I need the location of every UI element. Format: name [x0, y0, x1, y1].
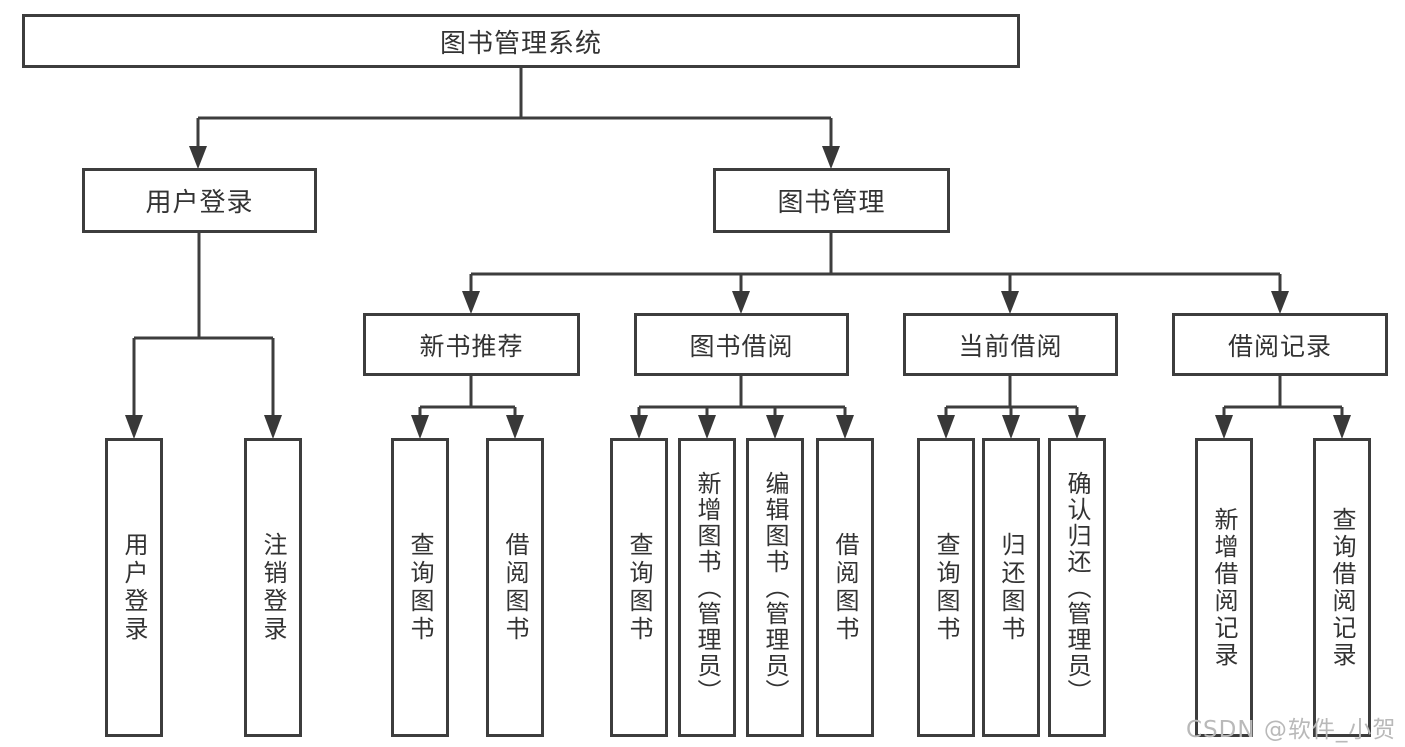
arrowheads: [125, 146, 1351, 439]
node-user-login: 用户登录: [82, 168, 317, 233]
csdn-watermark: CSDN @软件_小贺同学: [1186, 717, 1397, 743]
leaf-newbooks-query-books: 查询图书: [391, 438, 449, 737]
node-library-system: 图书管理系统: [22, 14, 1020, 68]
leaf-borrow-edit-books-admin: 编辑图书（管理员）: [746, 438, 804, 737]
leaf-records-add-record: 新增借阅记录: [1195, 438, 1253, 737]
leaf-newbooks-borrow-books: 借阅图书: [486, 438, 544, 737]
node-current-borrow: 当前借阅: [903, 313, 1118, 376]
leaf-borrow-add-books-admin: 新增图书（管理员）: [678, 438, 736, 737]
leaf-current-confirm-return-admin: 确认归还（管理员）: [1048, 438, 1106, 737]
leaf-logout: 注销登录: [244, 438, 302, 737]
node-book-management: 图书管理: [713, 168, 950, 233]
leaf-current-return-books: 归还图书: [982, 438, 1040, 737]
node-book-borrow: 图书借阅: [634, 313, 849, 376]
node-new-book-recommend: 新书推荐: [363, 313, 580, 376]
leaf-borrow-borrow-books: 借阅图书: [816, 438, 874, 737]
node-borrow-records: 借阅记录: [1172, 313, 1388, 376]
leaf-user-login: 用户登录: [105, 438, 163, 737]
leaf-borrow-query-books: 查询图书: [610, 438, 668, 737]
leaf-current-query-books: 查询图书: [917, 438, 975, 737]
leaf-records-query-record: 查询借阅记录: [1313, 438, 1371, 737]
